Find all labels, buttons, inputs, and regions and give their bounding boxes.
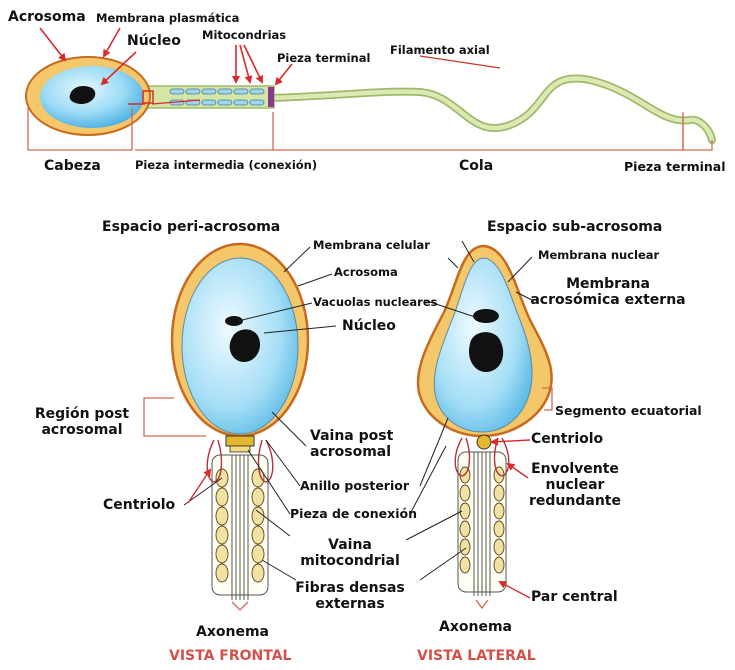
label-anillo-posterior: Anillo posterior <box>300 478 409 493</box>
label-pieza-de-conexion: Pieza de conexión <box>290 506 417 521</box>
lateral-axoneme-bracket <box>475 599 489 610</box>
label-espacio-sub-acrosoma: Espacio sub-acrosoma <box>487 219 663 235</box>
label-fibras-line2: externas <box>315 596 385 613</box>
label-envolvente-nuclear-redundante: Envolvente nuclear redundante <box>524 461 626 509</box>
label-region-post-line1: Región post <box>34 406 130 422</box>
frontal-view <box>143 242 310 611</box>
label-envolvente-line1: Envolvente <box>531 461 619 477</box>
top-sperm <box>25 27 716 151</box>
frontal-vacuole <box>225 316 243 326</box>
label-espacio-peri-acrosoma: Espacio peri-acrosoma <box>102 219 281 235</box>
label-membrana-celular: Membrana celular <box>313 238 430 252</box>
top-tail <box>267 76 715 143</box>
frontal-connecting-piece <box>229 445 251 453</box>
label-fibras-densas-externas: Fibras densas externas <box>290 580 410 612</box>
label-pieza-intermedia: Pieza intermedia (conexión) <box>135 158 318 172</box>
frontal-axoneme-bracket <box>231 601 249 611</box>
label-region-post-acrosomal: Región post acrosomal <box>30 406 134 438</box>
label-fibras-line1: Fibras densas <box>295 580 405 596</box>
label-mitocondrias: Mitocondrias <box>202 28 287 42</box>
lateral-axoneme <box>473 452 491 596</box>
top-tail-outline <box>266 74 716 144</box>
label-filamento-axial: Filamento axial <box>390 43 490 57</box>
label-cabeza: Cabeza <box>44 158 101 174</box>
lateral-envelope <box>454 437 510 477</box>
top-mitochondria <box>169 88 265 106</box>
top-nucleus-blob <box>69 86 96 104</box>
frontal-envelope <box>206 439 274 483</box>
frontal-mitochondria <box>215 468 265 583</box>
label-envolvente-line3: redundante <box>529 493 621 510</box>
label-vaina-post-acrosomal: Vaina post acrosomal <box>310 428 393 460</box>
label-vaina-post-line2: acrosomal <box>310 444 392 461</box>
top-terminal-ring <box>268 87 274 107</box>
label-vacuolas-nucleares: Vacuolas nucleares <box>313 295 438 309</box>
lateral-view <box>416 244 553 610</box>
label-pieza-terminal-bottom: Pieza terminal <box>624 159 726 174</box>
label-envolvente-line2: nuclear <box>545 477 605 494</box>
label-acrosoma-frontal: Acrosoma <box>334 265 398 279</box>
label-membrana-nuclear: Membrana nuclear <box>538 248 660 262</box>
caption-vista-lateral: VISTA LATERAL <box>417 648 536 664</box>
leader-lines <box>183 240 533 581</box>
caption-vista-frontal: VISTA FRONTAL <box>169 648 292 664</box>
label-vaina-mitocondrial: Vaina mitocondrial <box>290 537 410 569</box>
label-pieza-terminal-top: Pieza terminal <box>277 51 371 65</box>
lateral-nucleus-blob <box>468 332 504 372</box>
label-membrana-acro-line2: acrosómica externa <box>530 292 686 309</box>
label-cola: Cola <box>459 158 494 174</box>
label-segmento-ecuatorial: Segmento ecuatorial <box>555 403 702 418</box>
frontal-region-bracket <box>143 397 206 437</box>
label-vaina-post-line1: Vaina post <box>310 428 394 444</box>
label-centriolo-lateral: Centriolo <box>531 431 604 447</box>
lateral-vacuole <box>473 309 499 323</box>
frontal-axoneme <box>231 455 249 600</box>
lateral-segment-bracket <box>542 387 553 411</box>
label-nucleo-top: Núcleo <box>127 33 181 49</box>
label-acrosoma-top: Acrosoma <box>8 9 86 25</box>
top-brackets <box>27 108 713 151</box>
label-vaina-mito-line1: Vaina <box>328 537 372 553</box>
label-membrana-acrosomica-externa: Membrana acrosómica externa <box>528 276 688 308</box>
top-centriole <box>142 90 154 104</box>
frontal-centriole <box>225 435 255 447</box>
lateral-centriole <box>476 434 492 450</box>
label-nucleo-frontal: Núcleo <box>342 318 396 334</box>
label-axonema-lateral: Axonema <box>439 619 512 635</box>
label-membrana-plasmatica: Membrana plasmática <box>96 11 240 25</box>
label-region-post-line2: acrosomal <box>41 422 123 439</box>
label-membrana-acro-line1: Membrana <box>566 276 650 292</box>
label-vaina-mito-line2: mitocondrial <box>300 553 400 570</box>
frontal-nucleus-blob <box>229 329 261 362</box>
label-axonema-frontal: Axonema <box>196 624 269 640</box>
red-leader-lines <box>187 437 531 599</box>
label-par-central: Par central <box>531 589 618 605</box>
label-centriolo-frontal: Centriolo <box>103 497 176 513</box>
